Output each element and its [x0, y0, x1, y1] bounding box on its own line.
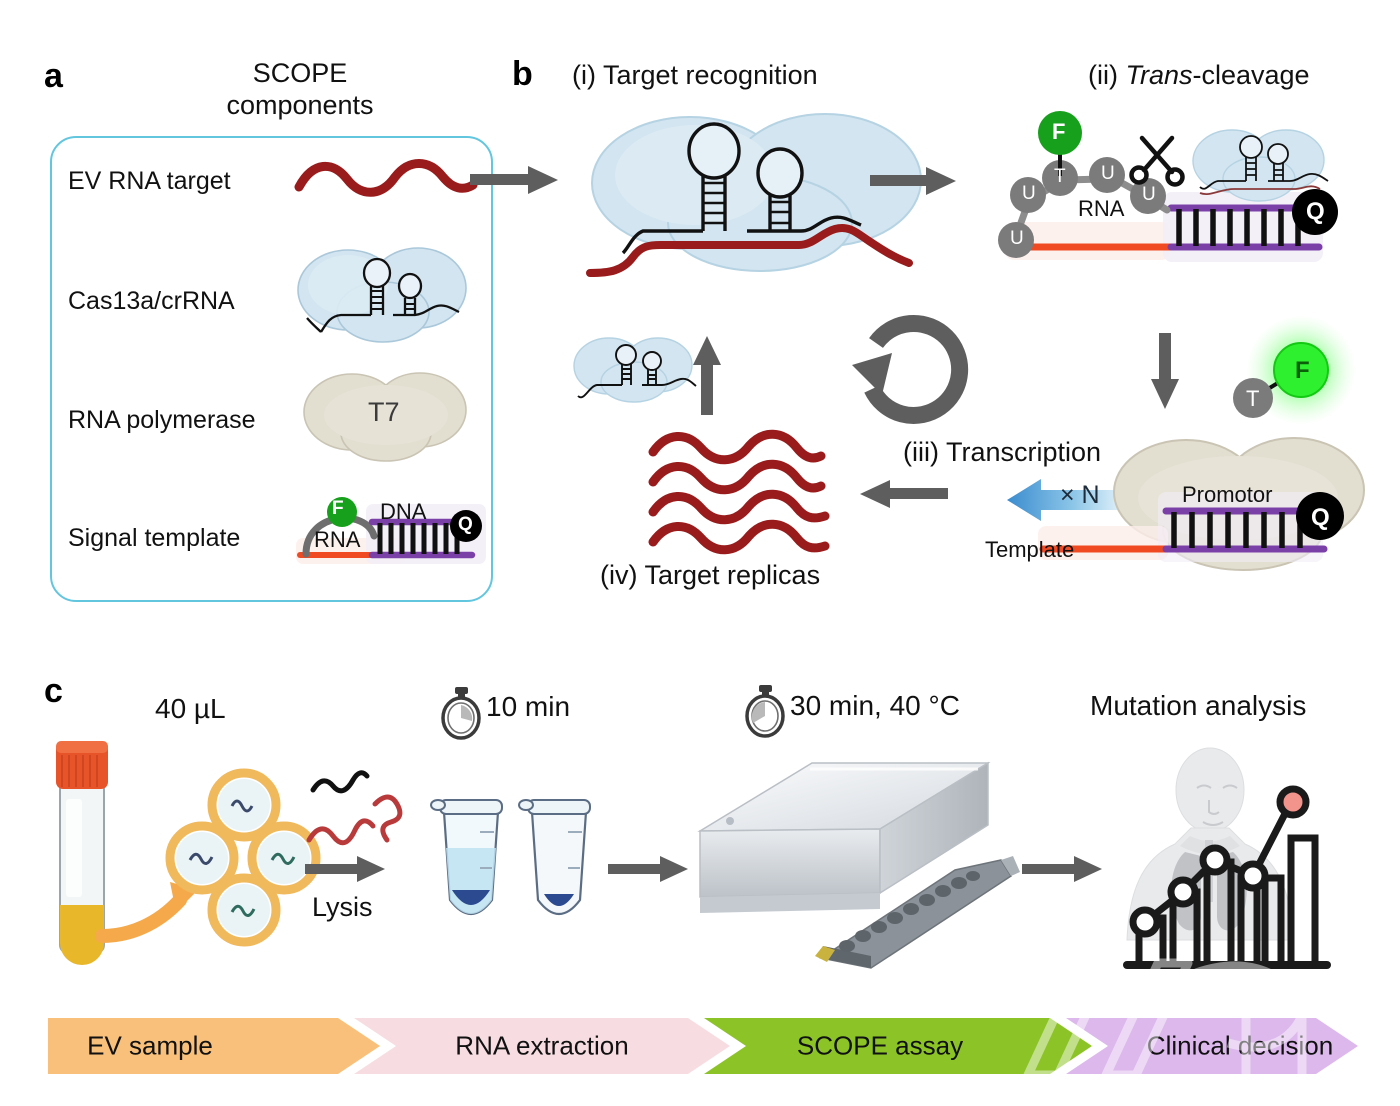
trans-cleavage-fluorophore-label: F [1052, 119, 1066, 144]
nucleotide-u-2: U [1022, 183, 1036, 204]
signal-template-dna-label: DNA [380, 499, 427, 524]
component-label-signal-template: Signal template [68, 524, 241, 552]
step-label-transcription: (iii) Transcription [903, 437, 1102, 467]
component-label-cas13a: Cas13a/crRNA [68, 287, 235, 315]
released-fluorophore-icon [1233, 315, 1356, 425]
signal-template-quencher-label: Q [458, 514, 473, 535]
arrow-to-device-icon [608, 856, 688, 882]
patient-bar-chart-icon [1123, 747, 1331, 969]
amplification-label: × N [1060, 481, 1100, 509]
cas13a-target-complex-icon [586, 113, 922, 277]
panel-a-title-line1: SCOPE [252, 58, 348, 88]
workflow-banner [48, 1018, 1358, 1074]
trans-cleavage-quencher-label: Q [1306, 198, 1325, 225]
annotation-volume: 40 µL [155, 693, 226, 724]
panel-a-title: SCOPE components [170, 58, 430, 122]
banner-label-scope-assay: SCOPE assay [796, 1030, 964, 1061]
banner-label-clinical-decision: Clinical decision [1146, 1030, 1334, 1061]
trans-cleavage-suffix: -cleavage [1192, 60, 1310, 90]
banner-label-rna-extraction: RNA extraction [455, 1030, 629, 1061]
component-label-rna-polymerase: RNA polymerase [68, 406, 256, 434]
panel-b-letter: b [512, 55, 533, 93]
scope-reader-device-icon [697, 761, 991, 913]
panel-a-letter: a [44, 57, 63, 95]
free-rna-strands-icon [306, 770, 403, 846]
amplification-arrow-icon [1007, 479, 1117, 521]
template-label: Template [985, 537, 1075, 562]
trans-cleavage-rna-label: RNA [1078, 196, 1125, 221]
banner-step-scope-assay[interactable] [704, 1018, 1092, 1074]
microfluidic-chip-icon [815, 856, 1020, 969]
arrow-lysis-icon [305, 856, 385, 882]
cycle-arrow-icon [852, 314, 969, 424]
t7-polymerase-icon [303, 372, 467, 462]
signal-template-fluorophore-label: F [332, 498, 344, 519]
banner-step-rna-extraction[interactable] [354, 1018, 730, 1074]
lysis-label: Lysis [312, 892, 373, 922]
nucleotide-u-1: U [1010, 228, 1024, 249]
stopwatch-icon-2 [745, 685, 785, 738]
banner-step-clinical-decision[interactable] [1066, 1018, 1358, 1074]
transcription-quencher-label: Q [1311, 504, 1330, 531]
panel-c-letter: c [44, 672, 63, 710]
microcentrifuge-tubes-icon [430, 799, 591, 916]
signal-template-rna-label: RNA [314, 527, 361, 552]
annotation-mutation-analysis: Mutation analysis [1090, 690, 1307, 721]
cas13a-protein-icon [297, 247, 467, 343]
trans-cleavage-complex-icon [998, 111, 1338, 262]
step-label-trans-cleavage: (ii) Trans-cleavage [1088, 60, 1310, 91]
promotor-label: Promotor [1182, 482, 1273, 507]
banner-step-ev-sample[interactable] [48, 1018, 380, 1074]
nucleotide-u-3: U [1101, 163, 1115, 184]
arrow-iv-to-i-icon [693, 336, 721, 415]
transcription-complex-icon [1038, 437, 1365, 571]
trans-cleavage-italic: Trans [1125, 60, 1193, 90]
cas13a-free-icon [573, 337, 697, 403]
trans-cleavage-prefix: (ii) [1088, 60, 1126, 90]
released-fluorophore-label: F [1295, 357, 1310, 384]
scissors-icon [1129, 135, 1185, 187]
banner-label-ev-sample: EV sample [87, 1030, 213, 1061]
arrow-ii-to-iii-icon [1151, 333, 1179, 409]
signal-template-icon [296, 497, 486, 564]
component-label-ev-rna-target: EV RNA target [68, 167, 231, 195]
extracellular-vesicles-icon [165, 768, 321, 947]
blood-collection-tube-icon [56, 741, 108, 965]
step-label-target-recognition: (i) Target recognition [572, 60, 818, 90]
target-replicas-icon [648, 429, 830, 555]
nucleotide-t: T [1054, 166, 1066, 187]
arrow-a-to-b-icon [470, 166, 558, 194]
arrow-iii-to-iv-icon [860, 480, 948, 508]
arrow-to-analysis-icon [1022, 856, 1102, 882]
panel-a-title-line2: components [226, 89, 374, 120]
annotation-lysis-time: 10 min [486, 691, 571, 722]
polymerase-badge-t7: T7 [368, 397, 400, 427]
annotation-assay-conditions: 30 min, 40 °C [790, 690, 960, 721]
cas13a-small-icon [1192, 129, 1329, 202]
stopwatch-icon [441, 687, 481, 740]
released-thymine-label: T [1246, 386, 1260, 411]
rna-wave-icon [294, 159, 478, 197]
nucleotide-u-4: U [1142, 184, 1156, 205]
arrow-i-to-ii-icon [870, 167, 956, 195]
step-label-target-replicas: (iv) Target replicas [600, 560, 821, 590]
